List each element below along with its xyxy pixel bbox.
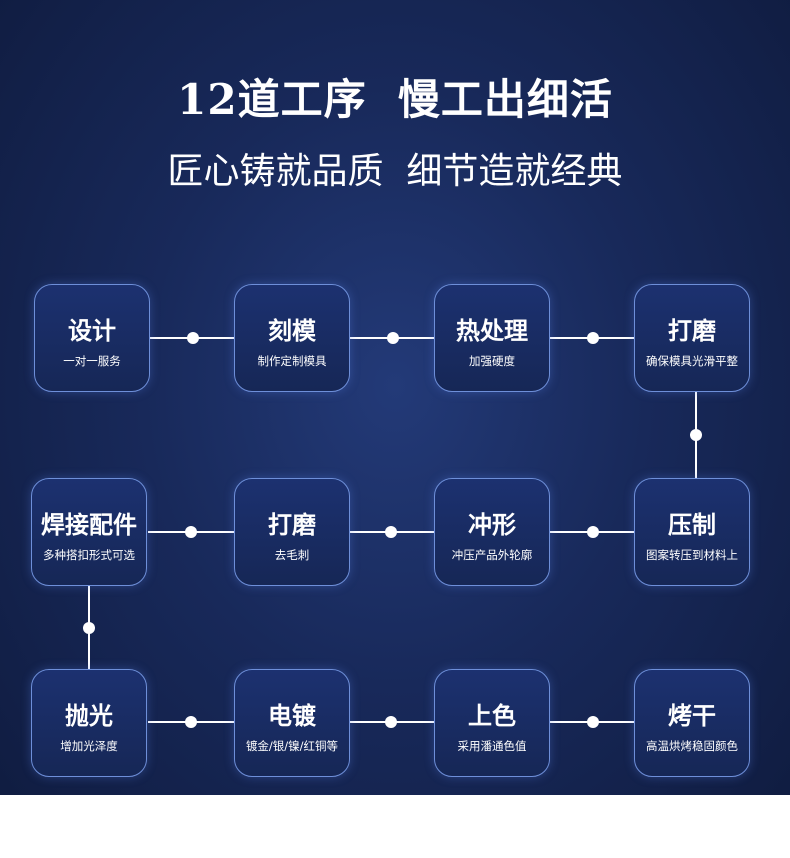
step-coloring: 上色 采用潘通色值 <box>434 669 550 777</box>
connector-dot-4-5 <box>690 429 702 441</box>
connector-dot-2-3 <box>387 332 399 344</box>
step-mold-polishing: 打磨 确保模具光滑平整 <box>634 284 750 392</box>
connector-dot-9-10 <box>185 716 197 728</box>
step-desc: 制作定制模具 <box>257 354 327 368</box>
step-title: 上色 <box>468 702 516 730</box>
step-desc: 高温烘烤稳固颜色 <box>646 739 738 753</box>
step-title: 压制 <box>668 511 716 539</box>
step-desc: 去毛刺 <box>274 548 310 562</box>
step-title: 电镀 <box>268 702 316 730</box>
step-desc: 一对一服务 <box>63 354 121 368</box>
step-desc: 镀金/银/镍/红铜等 <box>245 739 339 753</box>
step-mold-engraving: 刻模 制作定制模具 <box>234 284 350 392</box>
step-desc: 采用潘通色值 <box>457 739 527 753</box>
step-punching: 冲形 冲压产品外轮廓 <box>434 478 550 586</box>
connector-dot-8-7 <box>185 526 197 538</box>
step-deburring: 打磨 去毛刺 <box>234 478 350 586</box>
connector-dot-3-4 <box>587 332 599 344</box>
headline: 12道工序 慢工出细活 <box>177 75 613 124</box>
bottom-white-band <box>0 795 790 858</box>
subhead: 匠心铸就品质 细节造就经典 <box>167 151 623 192</box>
step-heat-treatment: 热处理 加强硬度 <box>434 284 550 392</box>
step-title: 焊接配件 <box>41 511 137 539</box>
step-polishing: 抛光 增加光泽度 <box>31 669 147 777</box>
step-desc: 增加光泽度 <box>60 739 118 753</box>
step-title: 热处理 <box>456 317 528 345</box>
step-title: 打磨 <box>268 511 316 539</box>
step-title: 烤干 <box>668 702 716 730</box>
step-design: 设计 一对一服务 <box>34 284 150 392</box>
step-title: 抛光 <box>65 702 113 730</box>
step-desc: 多种搭扣形式可选 <box>43 548 135 562</box>
step-welding: 焊接配件 多种搭扣形式可选 <box>31 478 147 586</box>
step-title: 设计 <box>68 317 116 345</box>
step-title: 刻模 <box>268 317 316 345</box>
connector-dot-1-2 <box>187 332 199 344</box>
step-desc: 冲压产品外轮廓 <box>451 548 533 562</box>
connector-dot-10-11 <box>385 716 397 728</box>
step-pressing: 压制 图案转压到材料上 <box>634 478 750 586</box>
step-desc: 确保模具光滑平整 <box>646 354 738 368</box>
connector-dot-8-9 <box>83 622 95 634</box>
connector-dot-7-6 <box>385 526 397 538</box>
step-title: 打磨 <box>668 317 716 345</box>
step-title: 冲形 <box>468 511 516 539</box>
connector-dot-11-12 <box>587 716 599 728</box>
connector-dot-6-5 <box>587 526 599 538</box>
step-desc: 加强硬度 <box>469 354 515 368</box>
step-baking: 烤干 高温烘烤稳固颜色 <box>634 669 750 777</box>
step-desc: 图案转压到材料上 <box>646 548 738 562</box>
step-plating: 电镀 镀金/银/镍/红铜等 <box>234 669 350 777</box>
